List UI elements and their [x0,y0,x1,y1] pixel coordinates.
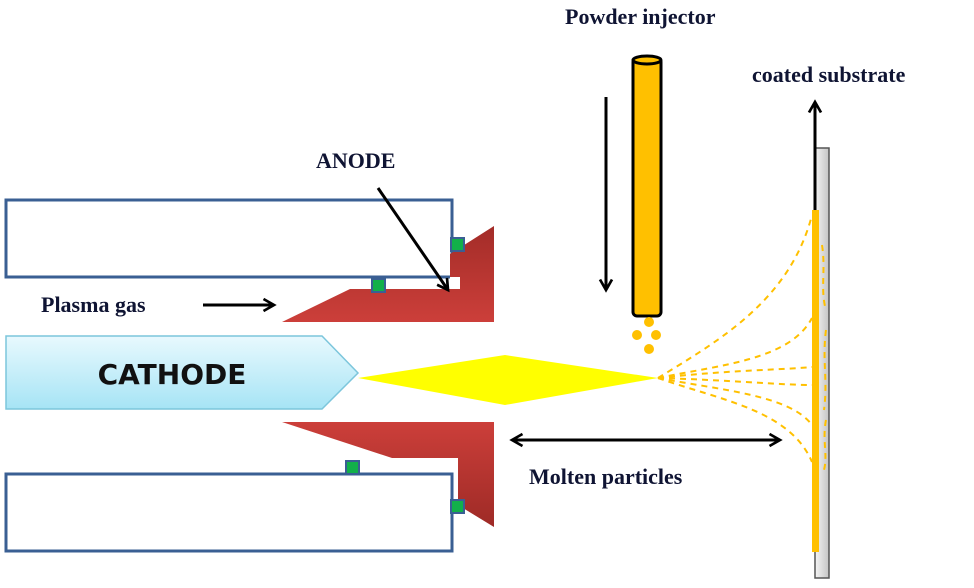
connector [450,237,465,252]
upper-anode-inner [450,277,460,289]
powder-injector-label: Powder injector [565,4,716,29]
powder-particle [632,330,642,340]
powder-particle [644,317,654,327]
cathode [5,335,360,410]
coated-substrate-label: coated substrate [752,62,906,87]
anode-label: ANODE [316,148,395,173]
particle-trajectories [657,214,827,471]
coating-layer [812,210,819,552]
upper-anode [282,226,494,322]
anode-pointer-arrow [376,187,450,293]
molten-particles-label: Molten particles [529,464,683,489]
connector [345,460,360,475]
upper-housing [4,198,454,279]
powder-particle [651,330,661,340]
powder-particle [644,344,654,354]
cathode-label: CATHODE [98,358,247,391]
injector-top [631,54,663,66]
lower-anode [282,422,494,527]
plasma-gas-label: Plasma gas [41,292,146,317]
connector [371,278,386,293]
lower-housing [4,472,454,553]
plasma-jet [358,355,658,405]
connector [450,499,465,514]
powder-injector-tube [631,56,663,318]
